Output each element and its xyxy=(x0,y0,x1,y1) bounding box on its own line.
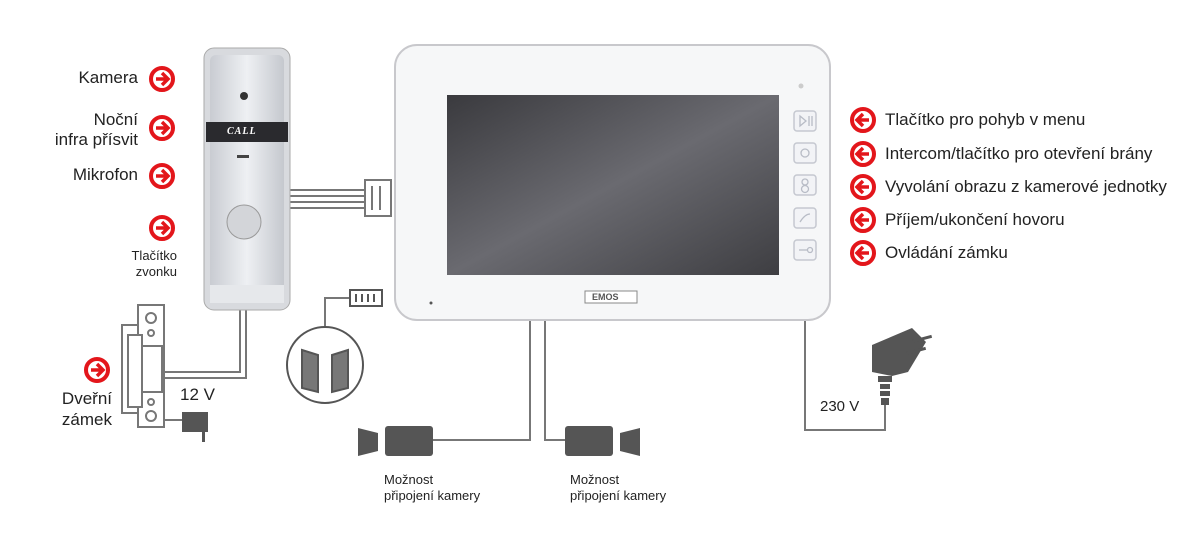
arrow-left-icon xyxy=(850,107,876,133)
gate-wire xyxy=(324,297,350,330)
arrow-left-icon xyxy=(850,240,876,266)
label-12v: 12 V xyxy=(180,385,215,404)
brand-logo-text: EMOS xyxy=(592,292,619,302)
monitor xyxy=(394,44,831,321)
label-camera-1-line1: Možnost xyxy=(384,472,434,487)
label-call-button: Příjem/ukončení hovoru xyxy=(885,210,1065,229)
camera-2-icon xyxy=(565,426,640,456)
label-door-lock: Dveřní zámek xyxy=(62,388,112,430)
doorbell-panel xyxy=(203,47,291,311)
power-plug-icon xyxy=(872,328,933,405)
connector xyxy=(364,179,392,217)
label-bell-button-line2: zvonku xyxy=(135,264,177,279)
arrow-right-icon xyxy=(149,115,175,141)
emos-logo xyxy=(584,290,638,304)
label-night-ir-line2: infra přísvit xyxy=(54,130,138,149)
arrow-right-icon xyxy=(149,163,175,189)
arrow-left-icon xyxy=(850,207,876,233)
call-strip xyxy=(206,122,288,142)
label-230v: 230 V xyxy=(820,398,860,415)
bell-button xyxy=(226,204,262,240)
label-intercom-button: Intercom/tlačítko pro otevření brány xyxy=(885,144,1153,163)
label-camera: Kamera xyxy=(78,68,138,87)
arrow-right-icon xyxy=(149,215,175,241)
call-button xyxy=(793,207,817,229)
label-menu-button: Tlačítko pro pohyb v menu xyxy=(885,110,1086,129)
label-camera-view-button: Vyvolání obrazu z kamerové jednotky xyxy=(885,177,1167,196)
gate-icon xyxy=(286,326,364,404)
power-wire xyxy=(804,320,886,431)
intercom-button xyxy=(793,142,817,164)
door-lock-icon xyxy=(121,304,165,428)
camera-lens xyxy=(240,92,248,100)
camera-1-icon xyxy=(358,426,433,456)
arrow-left-icon xyxy=(850,141,876,167)
label-night-ir-line1: Noční xyxy=(93,110,138,129)
arrow-left-icon xyxy=(850,174,876,200)
label-door-lock-line2: zámek xyxy=(61,410,112,429)
power-adapter-12v-icon xyxy=(182,412,208,442)
label-camera-1-line2: připojení kamery xyxy=(384,488,481,503)
label-camera-2-line1: Možnost xyxy=(570,472,620,487)
monitor-screen xyxy=(447,95,779,275)
panel-to-lock-wire xyxy=(165,308,247,379)
call-label: CALL xyxy=(227,126,257,137)
rj-connector-icon xyxy=(349,289,383,307)
arrow-right-icon xyxy=(84,357,110,383)
label-camera-2-line2: připojení kamery xyxy=(570,488,667,503)
label-microphone: Mikrofon xyxy=(72,165,138,184)
label-bell-button-line1: Tlačítko xyxy=(131,248,177,263)
arrow-right-icon xyxy=(149,66,175,92)
label-lock-button: Ovládání zámku xyxy=(885,243,1008,262)
camera2-wire xyxy=(544,320,565,441)
label-door-lock-line1: Dveřní xyxy=(61,389,112,408)
camera1-wire xyxy=(432,320,531,441)
panel-to-monitor-wire xyxy=(290,189,365,209)
wires xyxy=(165,189,886,441)
